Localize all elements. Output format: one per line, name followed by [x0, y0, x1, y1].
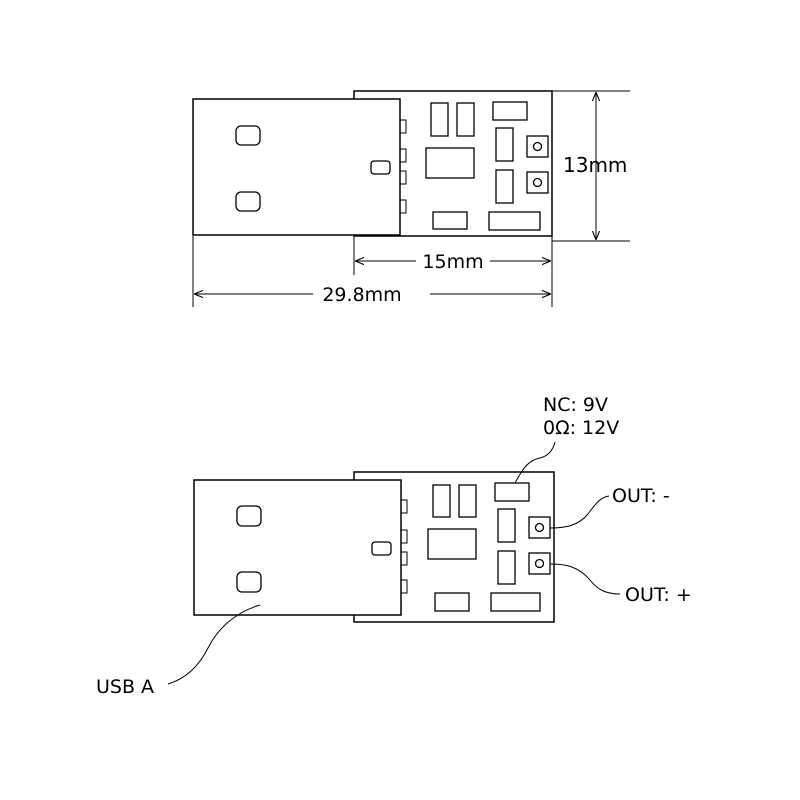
component — [432, 484, 451, 518]
component — [430, 102, 449, 137]
ic-chip — [427, 528, 477, 560]
component — [497, 550, 516, 585]
component — [490, 592, 541, 612]
via-icon — [532, 177, 543, 188]
component — [495, 169, 514, 204]
via-icon — [534, 522, 545, 533]
via-icon — [534, 558, 545, 569]
component — [434, 592, 470, 612]
usb-tab-icon — [370, 160, 391, 175]
bottom-view: NC: 9V 0Ω: 12V OUT: - OUT: + USB A — [96, 394, 692, 698]
pin-pad — [400, 499, 408, 514]
top-view: 13mm 15mm 29.8mm — [192, 90, 630, 307]
out-plus-callout-line — [549, 563, 621, 595]
board-length-label: 15mm — [422, 251, 483, 273]
out-minus-callout-line — [549, 495, 610, 529]
component — [495, 127, 514, 162]
ic-chip — [425, 147, 475, 179]
usb-hole-icon — [236, 505, 262, 527]
pin-pad — [399, 119, 407, 134]
component — [488, 211, 541, 231]
pin-pad — [399, 170, 407, 185]
usb-hole-icon — [235, 125, 261, 146]
pin-pad — [399, 199, 407, 214]
pin-pad — [400, 579, 408, 594]
resistor-label-line2: 0Ω: 12V — [543, 417, 619, 439]
usb-tab-icon — [371, 541, 392, 556]
resistor-pad — [494, 482, 530, 502]
via-icon — [532, 141, 543, 152]
usb-plug — [192, 98, 401, 236]
component — [497, 508, 516, 543]
usb-callout-line — [167, 604, 261, 685]
height-dimension-label: 13mm — [563, 153, 627, 177]
pin-pad — [399, 148, 407, 163]
out-plus-label: OUT: + — [625, 584, 692, 606]
resistor-label-line1: NC: 9V — [543, 394, 608, 416]
pin-pad — [400, 551, 408, 566]
resistor-pad — [492, 101, 528, 121]
usb-label: USB A — [96, 676, 154, 698]
total-length-label: 29.8mm — [322, 284, 401, 306]
usb-hole-icon — [235, 191, 261, 212]
component — [432, 211, 468, 230]
usb-plug — [193, 479, 402, 616]
component — [456, 102, 475, 137]
pin-pad — [400, 529, 408, 544]
usb-hole-icon — [236, 571, 262, 593]
component — [458, 484, 477, 518]
output-pad-plus — [526, 171, 549, 194]
resistor-callout-line — [514, 441, 556, 484]
out-minus-label: OUT: - — [612, 485, 670, 507]
output-pad-minus — [526, 135, 549, 158]
